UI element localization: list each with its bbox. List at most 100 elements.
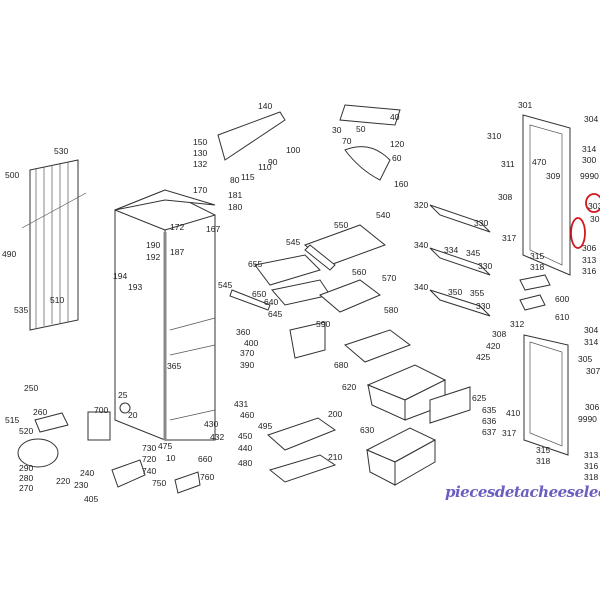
cabinet xyxy=(114,189,216,441)
part-label-20: 20 xyxy=(128,410,138,420)
part-label-540: 540 xyxy=(376,210,390,220)
part-label-313: 313 xyxy=(582,255,596,265)
part-label-740: 740 xyxy=(142,466,156,476)
part-label-625: 625 xyxy=(472,393,486,403)
part-label-680: 680 xyxy=(334,360,348,370)
part-label-610: 610 xyxy=(555,312,569,322)
part-label-720: 720 xyxy=(142,454,156,464)
part-label-470: 470 xyxy=(532,157,546,167)
part-label-180: 180 xyxy=(228,202,242,212)
part-label-620: 620 xyxy=(342,382,356,392)
egg-tray xyxy=(519,274,551,291)
part-label-187: 187 xyxy=(170,247,184,257)
part-label-330: 330 xyxy=(476,301,490,311)
part-label-317: 317 xyxy=(502,428,516,438)
part-label-550: 550 xyxy=(334,220,348,230)
part-label-760: 760 xyxy=(200,472,214,482)
part-label-190: 190 xyxy=(146,240,160,250)
highlight-circle-303 xyxy=(585,193,600,213)
part-label-340: 340 xyxy=(414,282,428,292)
part-label-636: 636 xyxy=(482,416,496,426)
part-label-310: 310 xyxy=(487,131,501,141)
compressor xyxy=(17,438,59,468)
part-label-432: 432 xyxy=(210,432,224,442)
part-label-635: 635 xyxy=(482,405,496,415)
part-label-302: 302 xyxy=(590,214,600,224)
part-label-194: 194 xyxy=(113,271,127,281)
condenser xyxy=(21,159,87,331)
part-label-210: 210 xyxy=(328,452,342,462)
part-label-181: 181 xyxy=(228,190,242,200)
lamp-cover xyxy=(339,104,401,126)
part-label-260: 260 xyxy=(33,407,47,417)
part-label-230: 230 xyxy=(74,480,88,490)
part-label-560: 560 xyxy=(352,267,366,277)
part-label-500: 500 xyxy=(5,170,19,180)
part-label-132: 132 xyxy=(193,159,207,169)
part-label-700: 700 xyxy=(94,405,108,415)
part-label-425: 425 xyxy=(476,352,490,362)
hinge-part xyxy=(119,402,131,414)
part-label-192: 192 xyxy=(146,252,160,262)
part-label-115: 115 xyxy=(241,172,255,182)
part-label-300: 300 xyxy=(582,155,596,165)
part-label-345: 345 xyxy=(466,248,480,258)
part-label-420: 420 xyxy=(486,341,500,351)
part-label-405: 405 xyxy=(84,494,98,504)
cover-plate xyxy=(174,471,201,494)
watermark: piecesdetacheeselec.com xyxy=(445,483,600,501)
part-label-545: 545 xyxy=(286,237,300,247)
door-bins xyxy=(429,204,491,317)
part-label-365: 365 xyxy=(167,361,181,371)
part-label-317: 317 xyxy=(502,233,516,243)
part-label-170: 170 xyxy=(193,185,207,195)
part-label-318: 318 xyxy=(536,456,550,466)
part-label-9990: 9990 xyxy=(578,414,597,424)
upper-door xyxy=(522,114,571,276)
part-label-130: 130 xyxy=(193,148,207,158)
part-label-318: 318 xyxy=(530,262,544,272)
part-label-313: 313 xyxy=(584,450,598,460)
part-label-30: 30 xyxy=(332,125,342,135)
part-label-10: 10 xyxy=(166,453,176,463)
part-label-630: 630 xyxy=(360,425,374,435)
part-label-303: 303 xyxy=(588,201,600,211)
lower-door xyxy=(523,334,569,456)
part-label-308: 308 xyxy=(492,329,506,339)
part-label-90: 90 xyxy=(268,157,278,167)
part-label-570: 570 xyxy=(382,273,396,283)
part-label-340: 340 xyxy=(414,240,428,250)
part-label-495: 495 xyxy=(258,421,272,431)
part-label-515: 515 xyxy=(5,415,19,425)
part-label-400: 400 xyxy=(244,338,258,348)
drawer-small xyxy=(289,321,326,359)
part-label-650: 650 xyxy=(252,289,266,299)
part-label-40: 40 xyxy=(390,112,400,122)
part-label-350: 350 xyxy=(448,287,462,297)
part-label-370: 370 xyxy=(240,348,254,358)
part-label-640: 640 xyxy=(264,297,278,307)
crisper-drawers xyxy=(365,364,471,486)
part-label-200: 200 xyxy=(328,409,342,419)
part-label-545: 545 xyxy=(218,280,232,290)
part-label-750: 750 xyxy=(152,478,166,488)
control-panel xyxy=(217,111,286,161)
part-label-430: 430 xyxy=(204,419,218,429)
part-label-110: 110 xyxy=(258,162,272,172)
part-label-270: 270 xyxy=(19,483,33,493)
part-label-250: 250 xyxy=(24,383,38,393)
part-label-590: 590 xyxy=(316,319,330,329)
part-label-100: 100 xyxy=(286,145,300,155)
part-label-193: 193 xyxy=(128,282,142,292)
part-label-450: 450 xyxy=(238,431,252,441)
part-label-440: 440 xyxy=(238,443,252,453)
part-label-600: 600 xyxy=(555,294,569,304)
part-label-490: 490 xyxy=(2,249,16,259)
compressor-tray xyxy=(34,412,69,433)
part-label-580: 580 xyxy=(384,305,398,315)
light-diffuser xyxy=(344,146,391,181)
part-label-160: 160 xyxy=(394,179,408,189)
part-label-637: 637 xyxy=(482,427,496,437)
